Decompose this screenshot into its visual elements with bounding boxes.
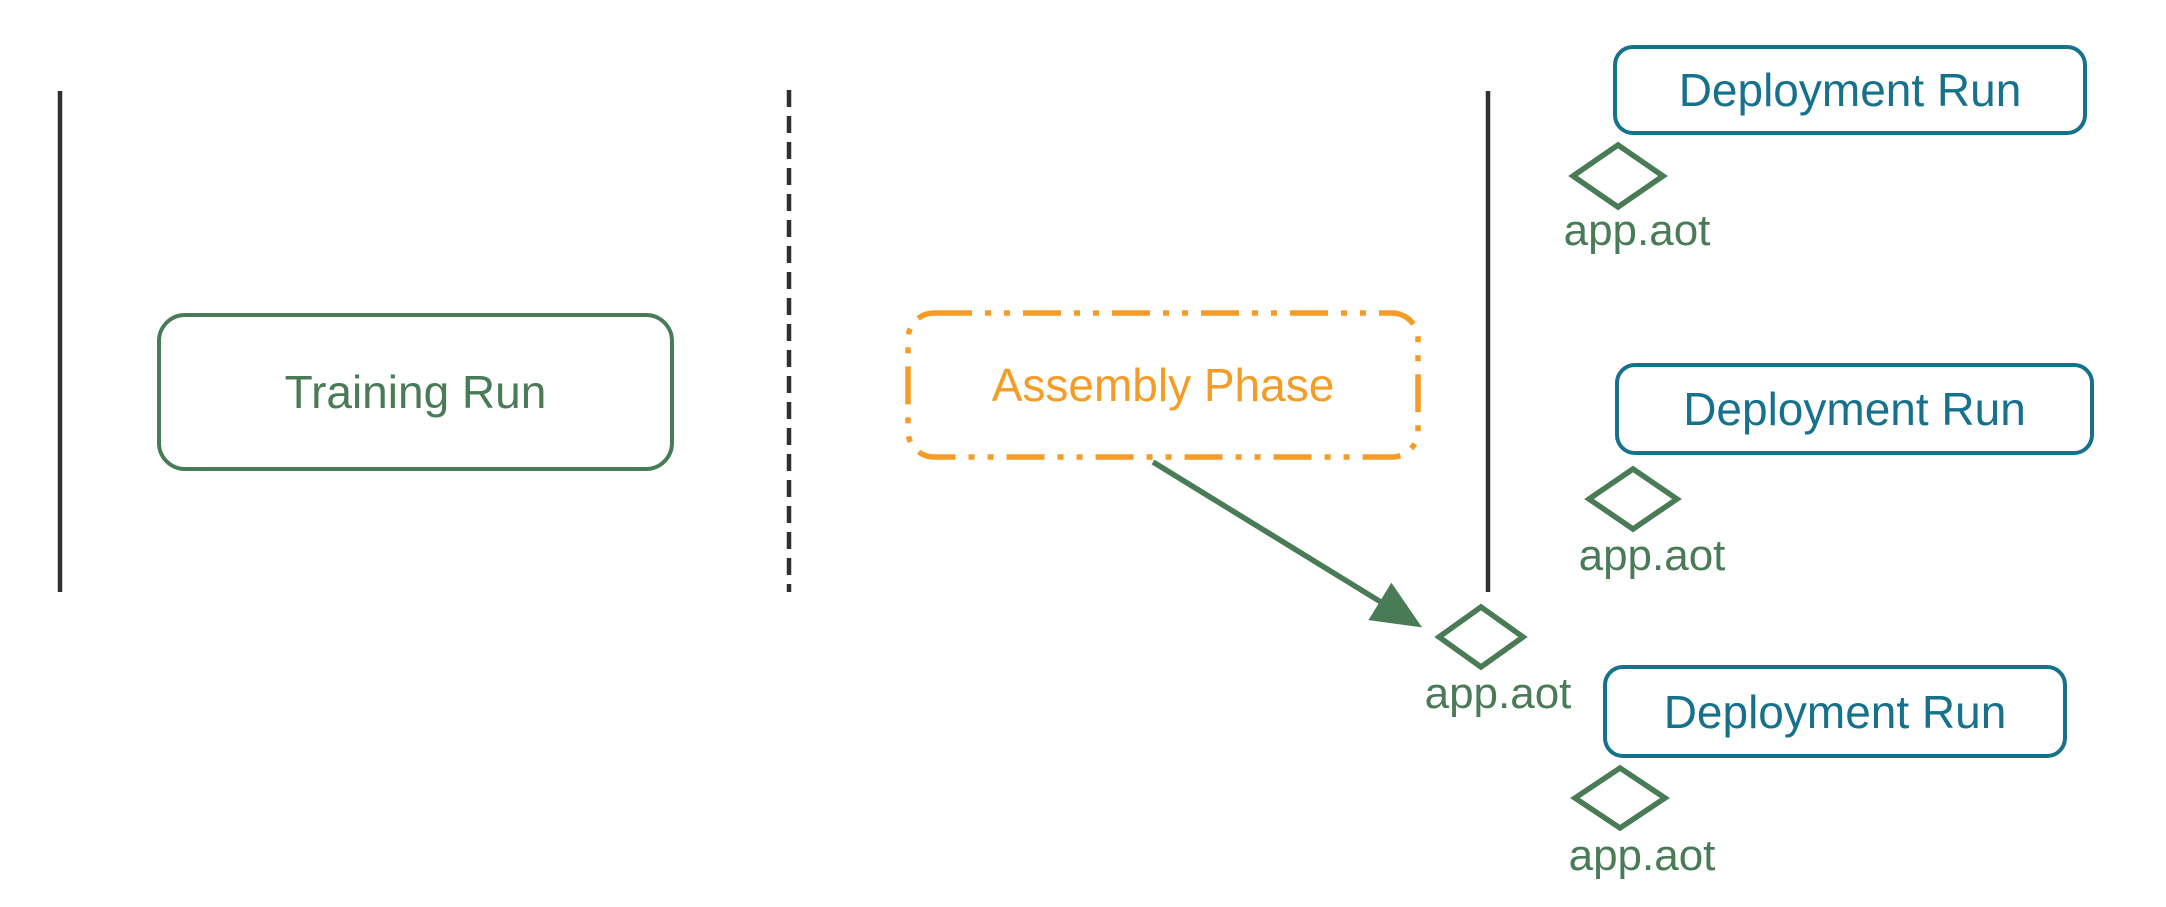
assembly-dashed-border — [905, 310, 1421, 460]
deployment-run-box-3: Deployment Run — [1603, 665, 2067, 758]
deployment-run-label: Deployment Run — [1663, 685, 2007, 738]
assembly-phase-box: Assembly Phase — [905, 310, 1421, 460]
deployment-run-label: Deployment Run — [1678, 64, 2022, 116]
app-aot-diamond-icon — [1568, 141, 1668, 211]
deployment-run-box-1: Deployment Run — [1613, 45, 2087, 135]
app-aot-diamond-icon — [1434, 603, 1528, 671]
training-run-box: Training Run — [157, 313, 674, 471]
app-aot-diamond-icon — [1584, 465, 1682, 533]
app-aot-label-2: app.aot — [1578, 531, 1726, 580]
app-aot-diamond-icon — [1570, 764, 1670, 832]
deployment-run-label: Deployment Run — [1683, 383, 2026, 435]
app-aot-label-3: app.aot — [1424, 669, 1572, 718]
app-aot-label-4: app.aot — [1568, 831, 1716, 880]
training-run-label: Training Run — [284, 366, 547, 418]
assembly-to-artifact-arrow — [1151, 459, 1423, 628]
deployment-run-box-2: Deployment Run — [1615, 363, 2094, 455]
app-aot-label-1: app.aot — [1563, 206, 1711, 255]
assembly-phase-label: Assembly Phase — [991, 359, 1335, 411]
